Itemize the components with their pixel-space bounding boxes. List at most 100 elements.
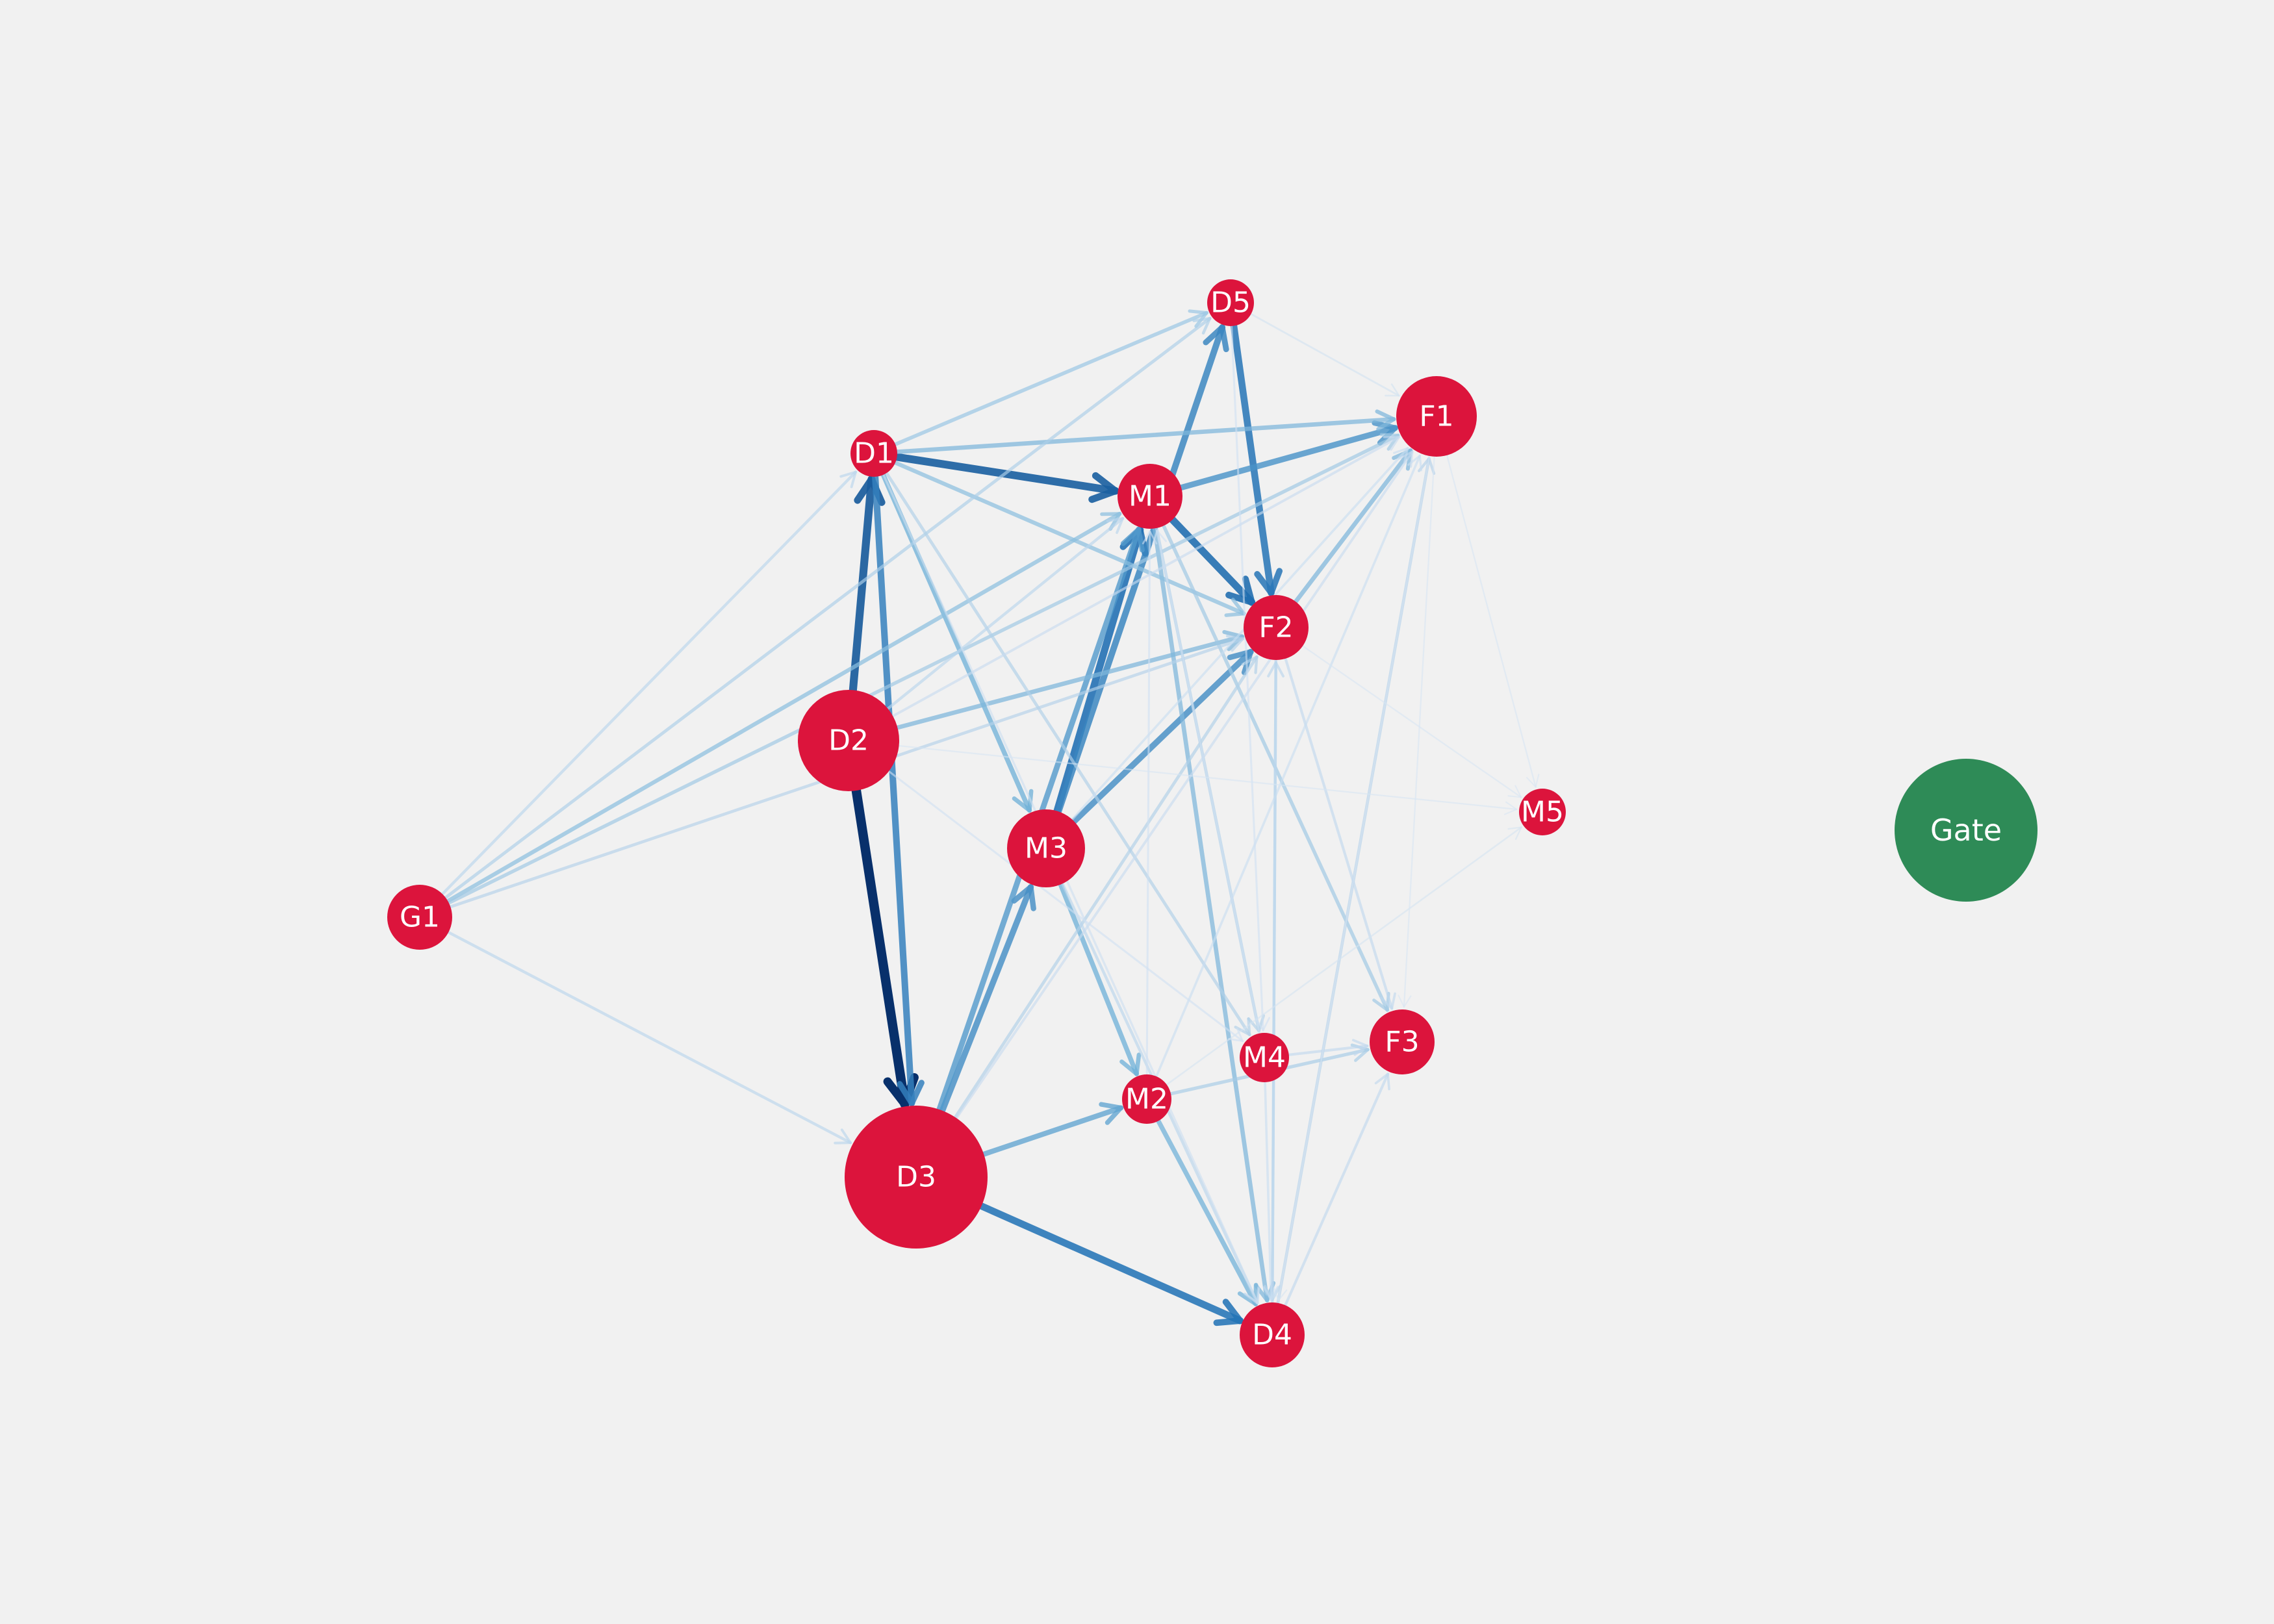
edge-F1-D4 bbox=[1277, 455, 1431, 1302]
node-f2[interactable]: F2 bbox=[1244, 595, 1309, 660]
edge-D1-D4 bbox=[882, 474, 1259, 1304]
node-f1-circle[interactable] bbox=[1396, 376, 1477, 457]
edge-D1-F2 bbox=[893, 461, 1246, 616]
node-f1[interactable]: F1 bbox=[1396, 376, 1477, 457]
edges-layer bbox=[441, 309, 1540, 1326]
node-f2-circle[interactable] bbox=[1244, 595, 1309, 660]
arrowhead-M3-D5 bbox=[1203, 324, 1229, 353]
arrowhead-D2-M5 bbox=[1503, 801, 1518, 815]
arrowhead-F1-F3 bbox=[1398, 995, 1412, 1008]
edge-G1-D1 bbox=[441, 470, 858, 896]
edge-D4-F2 bbox=[1271, 661, 1277, 1304]
arrowhead-G1-F1 bbox=[1379, 433, 1400, 451]
node-gate[interactable]: Gate bbox=[1895, 759, 2038, 902]
arrowhead-D3-M1 bbox=[1120, 527, 1145, 553]
arrowhead-D5-M4 bbox=[1255, 1017, 1270, 1032]
arrowhead-D1-D5 bbox=[1188, 309, 1208, 328]
node-d3[interactable]: D3 bbox=[845, 1106, 988, 1249]
arrowhead-G1-M1 bbox=[1100, 512, 1121, 531]
edge-D1-M4 bbox=[885, 471, 1251, 1037]
node-d4-circle[interactable] bbox=[1240, 1302, 1305, 1367]
node-d3-circle[interactable] bbox=[845, 1106, 988, 1249]
arrowhead-D3-D4 bbox=[1213, 1299, 1244, 1326]
node-d1-circle[interactable] bbox=[850, 430, 897, 477]
node-m2-circle[interactable] bbox=[1122, 1074, 1171, 1124]
node-m3-label: M3 bbox=[1025, 832, 1067, 865]
arrowhead-M3-M2 bbox=[1119, 1052, 1142, 1076]
arrowhead-D4-F3 bbox=[1374, 1072, 1390, 1091]
node-f1-label: F1 bbox=[1419, 400, 1453, 433]
arrowhead-G1-D5 bbox=[1192, 316, 1212, 335]
node-d1[interactable]: D1 bbox=[850, 430, 897, 477]
edge-D5-F1 bbox=[1250, 312, 1400, 397]
edge-D1-M3 bbox=[880, 472, 1032, 813]
edge-F2-F3 bbox=[1284, 657, 1394, 1010]
node-m5[interactable]: M5 bbox=[1519, 789, 1566, 835]
node-m4-circle[interactable] bbox=[1240, 1033, 1289, 1082]
edge-D2-F2 bbox=[895, 634, 1245, 730]
edge-F1-F3 bbox=[1403, 455, 1435, 1008]
arrowhead-D5-F1 bbox=[1385, 383, 1400, 397]
edge-D3-D4 bbox=[978, 1202, 1244, 1325]
node-f3[interactable]: F3 bbox=[1370, 1009, 1435, 1074]
edge-D2-D1 bbox=[849, 475, 876, 694]
edge-D2-M1 bbox=[886, 516, 1125, 711]
arrowhead-D2-F1 bbox=[1383, 436, 1400, 451]
node-d2[interactable]: D2 bbox=[798, 690, 899, 791]
edge-M3-F1 bbox=[1071, 447, 1409, 821]
arrowhead-D3-M3 bbox=[1011, 884, 1036, 911]
arrowhead-D1-M4 bbox=[1234, 1017, 1251, 1036]
arrowhead-M3-F1 bbox=[1393, 447, 1409, 464]
arrowhead-G1-F2 bbox=[1225, 634, 1244, 652]
arrowhead-M1-F2 bbox=[1225, 576, 1255, 606]
node-m5-circle[interactable] bbox=[1519, 789, 1566, 835]
edge-M1-F1 bbox=[1178, 425, 1398, 491]
node-g1-circle[interactable] bbox=[387, 885, 452, 950]
arrowhead-D1-D3 bbox=[897, 1080, 925, 1106]
node-m2[interactable]: M2 bbox=[1122, 1074, 1171, 1124]
node-gate-label: Gate bbox=[1930, 813, 2002, 848]
arrowhead-G1-D1 bbox=[839, 470, 857, 488]
node-f3-circle[interactable] bbox=[1370, 1009, 1435, 1074]
node-m4[interactable]: M4 bbox=[1240, 1033, 1289, 1082]
edge-G1-D3 bbox=[447, 931, 852, 1145]
arrowhead-D1-M3 bbox=[1012, 789, 1034, 813]
edge-D1-D3 bbox=[872, 473, 915, 1107]
node-d4[interactable]: D4 bbox=[1240, 1302, 1305, 1367]
node-d2-circle[interactable] bbox=[798, 690, 899, 791]
node-m2-label: M2 bbox=[1125, 1083, 1168, 1116]
edge-M3-M2 bbox=[1058, 882, 1140, 1076]
arrowhead-F2-F3 bbox=[1379, 992, 1396, 1010]
edge-D3-F2 bbox=[953, 655, 1258, 1119]
edge-D1-F1 bbox=[895, 416, 1396, 454]
arrowhead-F2-M5 bbox=[1507, 785, 1522, 798]
node-m5-label: M5 bbox=[1521, 796, 1564, 829]
node-d4-label: D4 bbox=[1252, 1319, 1292, 1352]
node-gate-circle[interactable] bbox=[1895, 759, 2038, 902]
arrowhead-M4-D4 bbox=[1262, 1286, 1279, 1301]
node-d5-label: D5 bbox=[1210, 286, 1251, 320]
node-g1[interactable]: G1 bbox=[387, 885, 452, 950]
node-d5[interactable]: D5 bbox=[1207, 279, 1254, 326]
edge-M2-M5 bbox=[1166, 826, 1522, 1085]
edge-M2-M1 bbox=[1145, 530, 1151, 1076]
edge-F2-M5 bbox=[1301, 645, 1522, 798]
arrowhead-F2-F1 bbox=[1392, 448, 1413, 471]
arrowhead-M2-F1 bbox=[1407, 455, 1423, 472]
node-d5-circle[interactable] bbox=[1207, 279, 1254, 326]
edge-D3-M3 bbox=[939, 883, 1034, 1114]
node-m1[interactable]: M1 bbox=[1118, 464, 1182, 529]
edge-D4-F3 bbox=[1284, 1072, 1390, 1307]
node-m3[interactable]: M3 bbox=[1007, 809, 1085, 887]
arrowhead-G1-D3 bbox=[834, 1128, 852, 1145]
edge-D3-M2 bbox=[981, 1105, 1124, 1157]
edge-M1-F2 bbox=[1169, 516, 1256, 606]
node-m3-circle[interactable] bbox=[1007, 809, 1085, 887]
node-m1-circle[interactable] bbox=[1118, 464, 1182, 529]
edge-F1-M5 bbox=[1446, 454, 1537, 788]
edge-D2-D3 bbox=[851, 785, 910, 1109]
edge-D5-M4 bbox=[1231, 325, 1264, 1032]
arrowhead-F1-M5 bbox=[1526, 774, 1540, 788]
edge-D2-M4 bbox=[888, 770, 1244, 1043]
